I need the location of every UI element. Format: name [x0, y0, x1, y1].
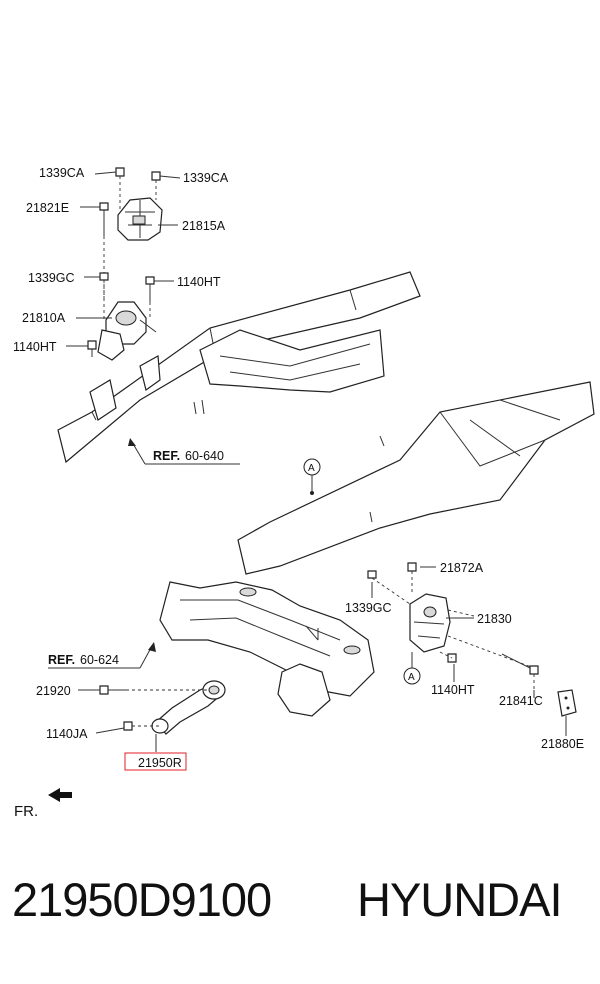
mount-21810a	[97, 301, 157, 361]
bolt-1339ca-right	[151, 171, 161, 200]
label-21920: 21920	[36, 684, 71, 698]
bolt-21821e	[99, 202, 109, 300]
bolt-1339ca-left	[115, 167, 125, 212]
label-21872a: 21872A	[440, 561, 484, 575]
label-1339ca-right: 1339CA	[183, 171, 229, 185]
front-arrow-icon	[48, 788, 72, 802]
marker-a-lower-letter: A	[408, 672, 415, 683]
subframe	[159, 581, 375, 717]
front-label: FR.	[14, 803, 38, 820]
ref-60-640-arrow	[128, 438, 240, 465]
label-1339ca-left: 1339CA	[39, 166, 85, 180]
label-1140ht-left: 1140HT	[13, 340, 57, 354]
label-1339gc-top: 1339GC	[28, 271, 75, 285]
ref-label-lower-number: 60-624	[80, 653, 119, 667]
highlight-21950r[interactable]: 21950R	[124, 752, 187, 771]
ref-label-upper-number: 60-640	[185, 449, 224, 463]
frame-rail-middle	[237, 381, 595, 575]
bolt-21920	[99, 685, 128, 695]
leader-lines	[66, 171, 567, 752]
label-1140ja: 1140JA	[46, 727, 88, 741]
bolt-1140ja	[123, 721, 133, 731]
bolt-1339gc-top	[99, 272, 109, 320]
label-1140ht-top: 1140HT	[177, 275, 221, 289]
marker-a-upper	[303, 458, 321, 492]
label-21821e: 21821E	[26, 201, 69, 215]
ref-60-624-arrow	[48, 642, 156, 669]
label-21810a: 21810A	[22, 311, 66, 325]
plate-21880e	[557, 689, 577, 717]
bolt-1339gc-mid	[367, 570, 411, 605]
bolt-1140ht-top	[145, 276, 155, 318]
label-21830: 21830	[477, 612, 512, 626]
bolt-1140ht-left	[87, 340, 97, 357]
label-21841c: 21841C	[499, 694, 543, 708]
caption-brand: HYUNDAI	[357, 873, 563, 926]
label-21880e: 21880E	[541, 737, 584, 751]
bolt-21872a	[407, 562, 417, 594]
label-21950r: 21950R	[138, 756, 182, 770]
label-21815a: 21815A	[182, 219, 226, 233]
caption-part-number: 21950D9100	[12, 873, 272, 926]
caption: 21950D9100 HYUNDAI	[0, 872, 600, 952]
bracket-21815a	[117, 197, 163, 241]
highlight-box	[124, 752, 187, 771]
marker-a-lower	[403, 652, 421, 685]
mount-21830	[409, 593, 535, 669]
ref-label-upper-prefix: REF.	[153, 449, 180, 463]
bolt-1140ht-bottom	[439, 651, 457, 663]
bolt-21841c	[501, 653, 539, 690]
marker-a-upper-letter: A	[308, 463, 315, 474]
frame-rail-upper	[57, 271, 421, 464]
ref-label-lower-prefix: REF.	[48, 653, 75, 667]
label-1140ht-bottom: 1140HT	[431, 683, 475, 697]
roll-rod-21950r	[108, 680, 226, 735]
label-1339gc-mid: 1339GC	[345, 601, 392, 615]
